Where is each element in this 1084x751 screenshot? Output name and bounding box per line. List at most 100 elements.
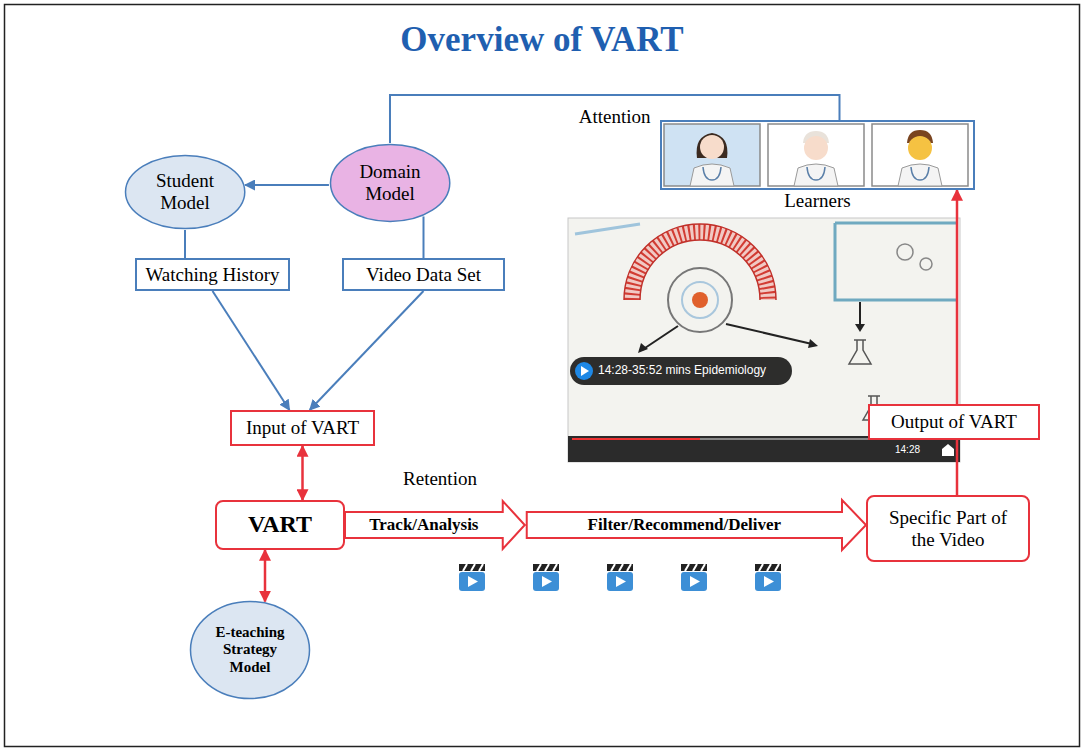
data-box: Watching History — [135, 258, 290, 291]
outer-frame — [5, 5, 1080, 747]
strategy-model-ellipse: E-teaching Strategy Model — [189, 600, 311, 700]
block-arrow — [345, 500, 866, 550]
clip-stripes — [537, 564, 557, 571]
icon-frame — [664, 124, 760, 186]
clip-icon — [459, 564, 485, 591]
board-arrowhead — [638, 343, 648, 353]
flow-arrow — [310, 291, 424, 410]
domain-model-ellipse: Domain Model — [329, 143, 451, 223]
clip-top — [533, 564, 559, 571]
strategy-arrow — [264, 550, 267, 602]
coat — [794, 164, 838, 186]
face — [908, 136, 932, 160]
board-arrowhead — [855, 324, 865, 332]
link-line — [423, 216, 425, 258]
diagram-title: Overview of VART — [0, 20, 1084, 60]
stethoscope — [807, 167, 825, 180]
node-label: Specific Part of the Video — [878, 507, 1018, 551]
input-box: Input of VART — [230, 410, 375, 446]
clip-play — [690, 576, 700, 587]
clip-top — [681, 564, 707, 571]
connector-label: Attention — [577, 106, 653, 128]
membrane-edge — [624, 224, 776, 300]
student-model-ellipse: Student Model — [124, 154, 246, 230]
clip-body — [607, 572, 633, 591]
flow-arrow — [213, 291, 290, 410]
node-label: Watching History — [145, 264, 279, 286]
node-label: Domain Model — [345, 161, 435, 205]
process-label: Retention — [403, 468, 477, 490]
video-chapter-label: 14:28-35:52 mins Epidemiology — [598, 364, 766, 378]
cell-ring — [682, 282, 718, 318]
icon-frame — [872, 124, 968, 186]
membrane-band — [632, 232, 768, 300]
clip-top — [755, 564, 781, 571]
membrane-stripes — [632, 232, 768, 300]
clip-stripes — [611, 564, 631, 571]
clip-icon — [533, 564, 559, 591]
chapter-icon-play — [581, 366, 589, 376]
link-line — [184, 230, 186, 258]
stethoscope — [911, 167, 929, 180]
clip-body — [681, 572, 707, 591]
group-heading: Learners — [780, 190, 854, 212]
node-label: Input of VART — [246, 417, 359, 439]
board-arrowhead — [808, 339, 818, 348]
clip-play — [764, 576, 774, 587]
membrane-edge — [640, 240, 760, 300]
board-circle — [920, 258, 932, 270]
attention-line — [390, 95, 840, 143]
output-line — [956, 440, 959, 495]
chapter-pill — [570, 357, 792, 385]
output-box: Output of VART — [868, 404, 1040, 440]
hair — [697, 133, 728, 158]
connector-label: Track/Analysis — [367, 515, 480, 535]
video-clip-icons — [459, 564, 781, 591]
clip-stripes — [685, 564, 705, 571]
connector-label: Filter/Recommend/Deliver — [588, 515, 782, 535]
learner-icons — [664, 124, 968, 186]
flask-symbol — [849, 340, 871, 364]
learners-box: Learners — [660, 120, 975, 190]
ellipse-shape — [330, 145, 449, 222]
coat — [898, 164, 942, 186]
clip-top — [607, 564, 633, 571]
board-circle — [897, 244, 913, 260]
data-box: Video Data Set — [342, 258, 505, 291]
ellipse-shape — [191, 602, 310, 699]
result-box: Specific Part of the Video — [866, 495, 1030, 562]
clip-body — [533, 572, 559, 591]
clip-stripes — [463, 564, 483, 571]
output-arrow — [956, 190, 959, 404]
face — [804, 136, 828, 160]
node-label: VART — [248, 511, 312, 539]
clip-icon — [607, 564, 633, 591]
face — [700, 135, 724, 159]
clip-play — [616, 576, 626, 587]
clip-body — [755, 572, 781, 591]
node-label: Student Model — [140, 170, 230, 214]
board-arrow — [642, 326, 678, 350]
board-mark — [575, 224, 640, 234]
icon-frame — [768, 124, 864, 186]
clip-stripes — [759, 564, 779, 571]
cell-circle — [668, 268, 732, 332]
clip-body — [459, 572, 485, 591]
clip-icon — [755, 564, 781, 591]
board-frame — [835, 223, 958, 300]
node-label: Video Data Set — [366, 264, 481, 286]
flow-arrow — [245, 184, 329, 186]
player-icon — [942, 444, 954, 456]
node-label: E-teaching Strategy Model — [205, 624, 295, 676]
progress-fill — [572, 438, 700, 440]
board-arrow — [859, 302, 861, 326]
node-label: Output of VART — [891, 411, 1017, 433]
core-system-box: VART — [215, 500, 345, 550]
clip-play — [468, 576, 478, 587]
coat — [690, 164, 734, 186]
retention-arrow — [301, 446, 304, 500]
stethoscope — [703, 167, 721, 180]
